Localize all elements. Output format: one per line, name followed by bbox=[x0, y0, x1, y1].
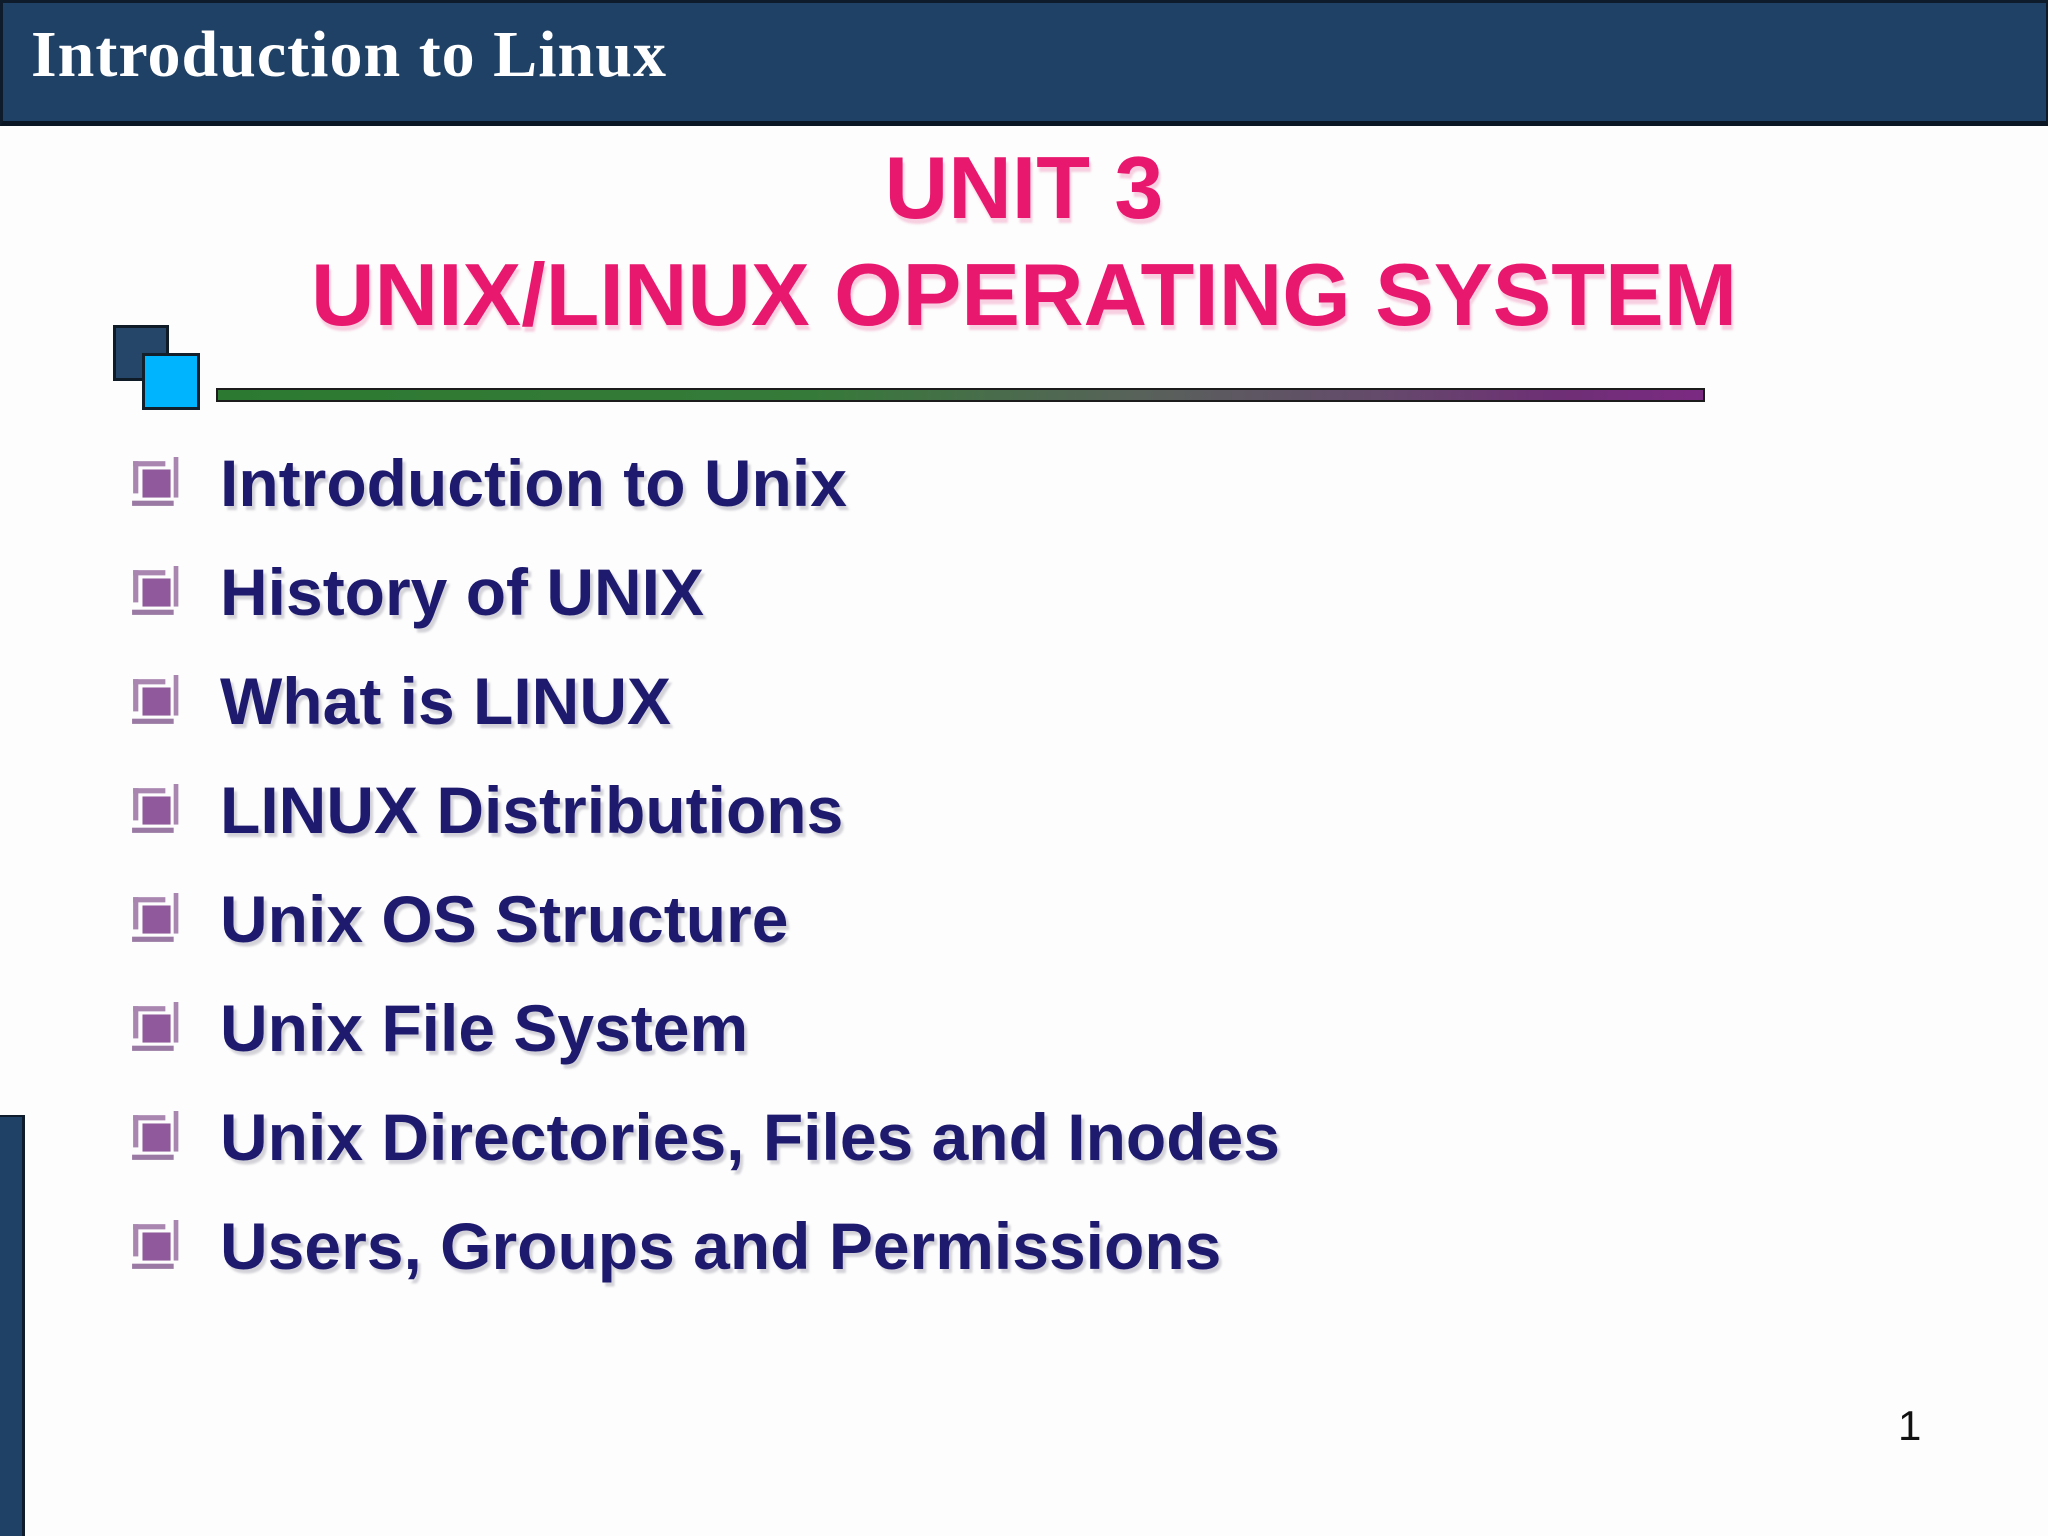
slide-title-line2: UNIX/LINUX OPERATING SYSTEM bbox=[310, 245, 1738, 344]
monitor-bullet-icon bbox=[132, 1110, 179, 1160]
header-bar: Introduction to Linux bbox=[0, 0, 2048, 126]
list-item: Users, Groups and Permissions bbox=[130, 1191, 1280, 1300]
list-item: Unix File System bbox=[130, 973, 1280, 1082]
list-item: Unix Directories, Files and Inodes bbox=[130, 1082, 1280, 1191]
list-item-label: Unix OS Structure bbox=[220, 881, 789, 956]
list-item-label: Unix Directories, Files and Inodes bbox=[220, 1099, 1280, 1174]
list-item-label: History of UNIX bbox=[220, 554, 705, 629]
monitor-bullet-icon bbox=[132, 674, 179, 724]
left-edge-strip-decoration bbox=[0, 1115, 25, 1536]
list-item: What is LINUX bbox=[130, 646, 1280, 755]
list-item-label: Introduction to Unix bbox=[220, 445, 847, 520]
slide-title-line1: UNIT 3 bbox=[884, 138, 1164, 237]
monitor-bullet-icon bbox=[132, 892, 179, 942]
list-item-label: Unix File System bbox=[220, 990, 749, 1065]
page-number: 1 bbox=[1898, 1402, 1922, 1449]
monitor-bullet-icon bbox=[132, 565, 179, 615]
monitor-bullet-icon bbox=[132, 1219, 179, 1269]
monitor-bullet-icon bbox=[132, 1001, 179, 1051]
gradient-rule bbox=[216, 388, 1705, 402]
slide-title: UNIT 3 UNIX/LINUX OPERATING SYSTEM bbox=[0, 134, 2048, 348]
list-item: Introduction to Unix bbox=[130, 428, 1280, 537]
list-item: LINUX Distributions bbox=[130, 755, 1280, 864]
cyan-square-decoration bbox=[142, 353, 200, 410]
topic-list: Introduction to Unix History of UNIX Wha… bbox=[130, 428, 1280, 1300]
monitor-bullet-icon bbox=[132, 456, 179, 506]
list-item-label: Users, Groups and Permissions bbox=[220, 1208, 1222, 1283]
header-title: Introduction to Linux bbox=[31, 18, 667, 91]
list-item-label: What is LINUX bbox=[220, 663, 672, 738]
list-item: Unix OS Structure bbox=[130, 864, 1280, 973]
list-item-label: LINUX Distributions bbox=[220, 772, 844, 847]
list-item: History of UNIX bbox=[130, 537, 1280, 646]
monitor-bullet-icon bbox=[132, 783, 179, 833]
